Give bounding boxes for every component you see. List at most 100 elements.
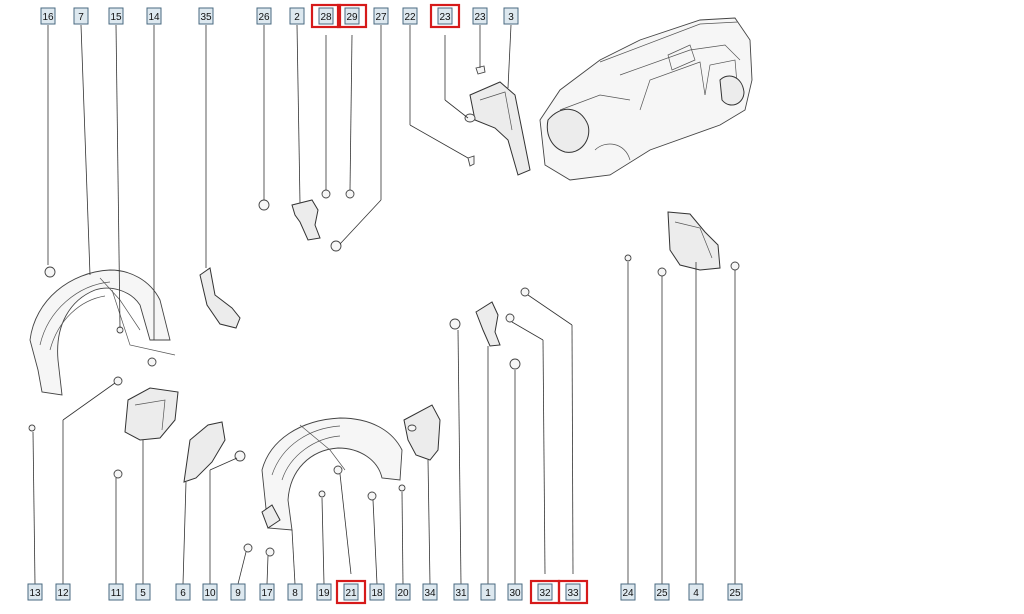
part-label-bottom-12: 20 xyxy=(395,583,411,601)
label-box xyxy=(289,7,305,25)
label-number: 30 xyxy=(509,588,521,599)
label-box xyxy=(40,7,56,25)
label-number: 3 xyxy=(508,12,514,23)
part-label-top-4: 35 xyxy=(198,7,214,25)
label-number: 18 xyxy=(371,588,383,599)
label-number: 12 xyxy=(57,588,69,599)
label-box xyxy=(402,7,418,25)
label-box xyxy=(55,583,71,601)
part-label-bottom-5: 10 xyxy=(202,583,218,601)
label-number: 25 xyxy=(729,588,741,599)
leader-lines xyxy=(32,24,736,585)
label-box xyxy=(287,583,303,601)
part-label-top-1: 7 xyxy=(73,7,89,25)
label-box xyxy=(343,583,359,601)
part-label-top-11: 23 xyxy=(429,3,461,29)
label-box xyxy=(654,583,670,601)
label-box xyxy=(135,583,151,601)
part-label-top-13: 3 xyxy=(503,7,519,25)
highlight-box xyxy=(557,579,589,605)
mud-flap-34 xyxy=(403,404,441,461)
label-number: 33 xyxy=(567,588,579,599)
label-number: 7 xyxy=(78,12,84,23)
label-box xyxy=(318,7,334,25)
label-number: 8 xyxy=(292,588,298,599)
part-label-top-2: 15 xyxy=(108,7,124,25)
part-label-bottom-10: 21 xyxy=(335,579,367,605)
part-label-bottom-3: 5 xyxy=(135,583,151,601)
mud-flap-35 xyxy=(199,267,241,329)
label-box xyxy=(175,583,191,601)
part-label-bottom-7: 17 xyxy=(259,583,275,601)
part-label-top-7: 28 xyxy=(310,3,342,29)
wheel-arch-liner-right xyxy=(624,211,740,277)
mud-flap-upper xyxy=(464,65,531,176)
label-box xyxy=(27,583,43,601)
label-number: 5 xyxy=(140,588,146,599)
label-box xyxy=(202,583,218,601)
part-label-top-0: 16 xyxy=(40,7,56,25)
label-number: 21 xyxy=(345,588,357,599)
label-number: 2 xyxy=(294,12,300,23)
part-label-bottom-0: 13 xyxy=(27,583,43,601)
part-label-bottom-22: 25 xyxy=(727,583,743,601)
label-box xyxy=(344,7,360,25)
label-number: 9 xyxy=(235,588,241,599)
label-box xyxy=(537,583,553,601)
label-box xyxy=(108,7,124,25)
label-number: 29 xyxy=(346,12,358,23)
part-label-bottom-16: 30 xyxy=(507,583,523,601)
part-label-top-10: 22 xyxy=(402,7,418,25)
label-number: 24 xyxy=(622,588,634,599)
liner-section-6 xyxy=(183,421,246,483)
highlight-box xyxy=(335,579,367,605)
part-label-bottom-15: 1 xyxy=(480,583,496,601)
label-box xyxy=(259,583,275,601)
part-label-bottom-18: 33 xyxy=(557,579,589,605)
part-label-top-6: 2 xyxy=(289,7,305,25)
part-label-bottom-19: 24 xyxy=(620,583,636,601)
label-box xyxy=(256,7,272,25)
label-box xyxy=(373,7,389,25)
label-number: 27 xyxy=(375,12,387,23)
wheel-arch-liner-center xyxy=(243,417,406,557)
label-number: 13 xyxy=(29,588,41,599)
part-label-bottom-1: 12 xyxy=(55,583,71,601)
label-box xyxy=(73,7,89,25)
part-label-top-12: 23 xyxy=(472,7,488,25)
label-box xyxy=(230,583,246,601)
label-number: 22 xyxy=(404,12,416,23)
label-number: 19 xyxy=(318,588,330,599)
label-box xyxy=(727,583,743,601)
label-number: 23 xyxy=(439,12,451,23)
part-label-bottom-2: 11 xyxy=(108,583,124,601)
part-label-bottom-6: 9 xyxy=(230,583,246,601)
label-number: 26 xyxy=(258,12,270,23)
label-number: 32 xyxy=(539,588,551,599)
bracket-assembly-lower xyxy=(449,287,530,370)
label-number: 1 xyxy=(485,588,491,599)
label-number: 16 xyxy=(42,12,54,23)
label-box xyxy=(369,583,385,601)
label-box xyxy=(146,7,162,25)
part-label-bottom-13: 34 xyxy=(422,583,438,601)
label-number: 10 xyxy=(204,588,216,599)
part-label-top-9: 27 xyxy=(373,7,389,25)
label-number: 6 xyxy=(180,588,186,599)
part-label-bottom-11: 18 xyxy=(369,583,385,601)
part-label-top-3: 14 xyxy=(146,7,162,25)
highlight-box xyxy=(310,3,342,29)
label-number: 17 xyxy=(261,588,273,599)
car-illustration xyxy=(539,17,753,181)
part-label-top-5: 26 xyxy=(256,7,272,25)
label-box xyxy=(198,7,214,25)
label-box xyxy=(437,7,453,25)
highlight-box xyxy=(429,3,461,29)
label-box xyxy=(503,7,519,25)
part-label-bottom-20: 25 xyxy=(654,583,670,601)
label-number: 28 xyxy=(320,12,332,23)
wheel-arch-liner-left xyxy=(28,266,176,432)
label-number: 4 xyxy=(693,588,699,599)
